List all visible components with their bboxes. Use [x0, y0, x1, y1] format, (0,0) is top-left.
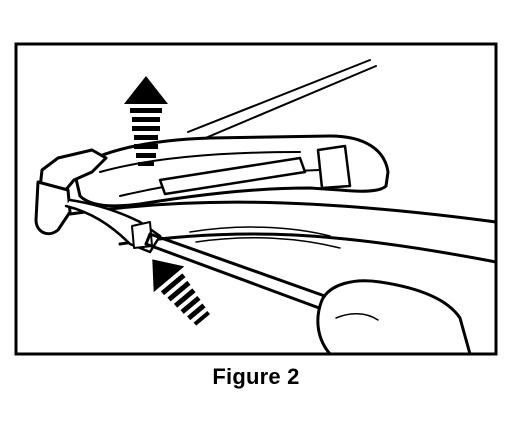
background-rod: [187, 59, 377, 143]
up-arrow-icon: [124, 76, 168, 166]
lever-end-block: [316, 144, 352, 190]
screwdriver-tip: [144, 232, 152, 246]
jaw-body: [34, 180, 72, 236]
rail-inner-edge: [189, 226, 341, 249]
base-rail-lower: [118, 232, 498, 264]
hand-crease: [335, 313, 379, 321]
figure-caption: Figure 2: [212, 364, 300, 389]
lever-slot: [158, 156, 307, 196]
diagonal-up-arrow-icon: [152, 259, 210, 326]
base-rail: [68, 200, 498, 224]
screwdriver-shaft: [144, 232, 338, 314]
hand: [316, 279, 472, 356]
